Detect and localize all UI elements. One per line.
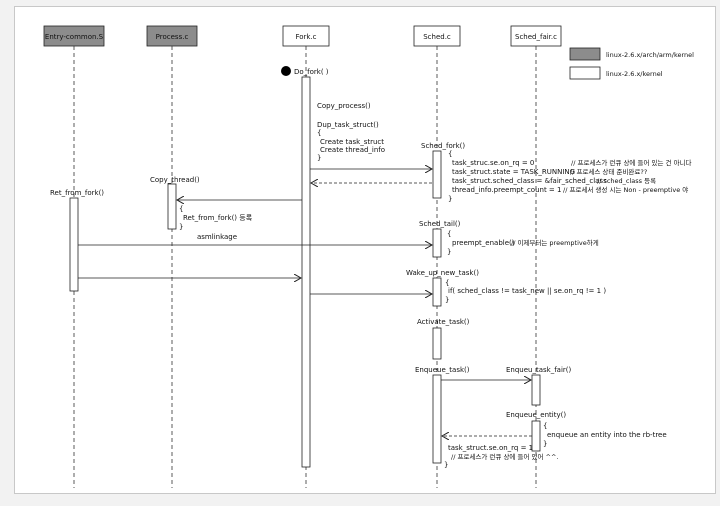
note-comment: // sched_class 등록	[597, 177, 656, 185]
fork-notes: Copy_process() Dup_task_struct() { Creat…	[317, 102, 385, 162]
activation-enqueue-task-fair	[531, 374, 541, 406]
participant-label: Sched.c	[423, 33, 451, 41]
note-comment: // 프로세스 상태 준비완료??	[570, 167, 647, 176]
note-brace-open: {	[543, 422, 547, 430]
sched-tail-notes: { preempt_enable() // 이제부터는 preemptive하게…	[447, 230, 599, 256]
sched-fork-notes: { task_struc.se.on_rq = 0 // 프로세스가 런큐 상에…	[448, 150, 692, 203]
note-comment: // 프로세스가 런큐 상에 들어 있는 건 아니다	[571, 158, 692, 167]
note-line: Ret_from_fork() 등록	[183, 214, 253, 222]
activation-wake-up	[432, 277, 442, 307]
activation-ret-from-fork	[69, 197, 79, 292]
note-copy-process: Copy_process()	[317, 102, 371, 110]
note-brace-close: }	[179, 223, 183, 231]
activation-sched-fork	[432, 150, 442, 199]
activation-enqueue-entity	[531, 420, 541, 452]
enqueue-entity-notes: { enqueue an entity into the rb-tree }	[543, 422, 667, 448]
note-brace-close: }	[317, 154, 321, 162]
note-brace-open: {	[447, 230, 451, 238]
message-arrows	[78, 169, 532, 436]
copy-thread-notes: { Ret_from_fork() 등록 }	[179, 205, 253, 231]
note-brace-close: }	[444, 461, 448, 469]
participant-fork: Fork.c	[282, 25, 330, 47]
return-notes: task_struct.se.on_rq = 1 // 프로세스가 런큐 상에 …	[444, 444, 558, 469]
note-comment: // 이제부터는 preemptive하게	[511, 238, 599, 247]
note-brace-close: }	[448, 195, 452, 203]
msg-wake-up-new-task: Wake_up_new_task()	[406, 269, 479, 277]
diagram-frame: Entry-common.S Process.c Fork.c Sched.c …	[14, 6, 716, 494]
msg-enqueue-task-fair: Enqueu_task_fair()	[506, 366, 572, 374]
msg-enqueue-entity: Enqueue_entity()	[506, 411, 566, 419]
legend-swatch-kernel	[569, 66, 601, 80]
msg-sched-fork: Sched_fork()	[421, 142, 465, 150]
note-line: if( sched_class != task_new || se.on_rq …	[448, 287, 606, 295]
note-dup-task-struct: Dup_task_struct()	[317, 121, 379, 129]
start-node	[281, 66, 291, 76]
legend-label-kernel: linux-2.6.x/kernel	[606, 70, 663, 78]
participant-sched: Sched.c	[413, 25, 461, 47]
activation-bars	[69, 76, 541, 468]
note-comment: // 프로세서 생성 시는 Non - preemptive 야	[563, 185, 688, 194]
participant-label: Sched_fair.c	[515, 33, 557, 41]
activation-enqueue-task	[432, 374, 442, 464]
note-create-thread-info: Create thread_info	[320, 146, 385, 154]
legend-swatch-arch	[569, 47, 601, 61]
legend-label-arch: linux-2.6.x/arch/arm/kernel	[606, 51, 694, 59]
msg-copy-thread: Copy_thread()	[150, 176, 200, 184]
note-brace-close: }	[543, 440, 547, 448]
note-line: preempt_enable()	[452, 239, 515, 247]
note-brace-open: {	[445, 279, 449, 287]
legend: linux-2.6.x/arch/arm/kernel linux-2.6.x/…	[569, 47, 694, 80]
message-labels: Sched_fork() Copy_thread() Ret_from_fork…	[50, 142, 572, 419]
participant-label: Fork.c	[295, 33, 316, 41]
note-comment: // 프로세스가 런큐 상에 들어 있어 ^^.	[451, 452, 558, 461]
note-create-task-struct: Create task_struct	[320, 138, 384, 146]
start-label: Do_fork( )	[294, 68, 329, 76]
note-brace-open: {	[317, 129, 321, 137]
activation-copy-thread	[167, 183, 177, 230]
note-brace-close: }	[445, 296, 449, 304]
participant-entry-common: Entry-common.S	[43, 25, 105, 47]
note-line: enqueue an entity into the rb-tree	[547, 431, 667, 439]
activation-sched-tail	[432, 228, 442, 258]
msg-sched-tail: Sched_tail()	[419, 220, 461, 228]
note-line: task_struct.se.on_rq = 1	[448, 444, 533, 452]
note-line: task_struc.se.on_rq = 0	[452, 159, 534, 167]
msg-asmlinkage: asmlinkage	[197, 233, 237, 241]
sequence-diagram: Entry-common.S Process.c Fork.c Sched.c …	[43, 25, 694, 488]
msg-ret-from-fork: Ret_from_fork()	[50, 189, 104, 197]
note-line: thread_info.preempt_count = 1	[452, 186, 561, 194]
note-brace-open: {	[448, 150, 452, 158]
note-line: task_struct.state = TASK_RUNNING	[452, 168, 575, 176]
msg-activate-task: Activate_task()	[417, 318, 470, 326]
participant-label: Entry-common.S	[45, 33, 104, 41]
participant-sched-fair: Sched_fair.c	[510, 25, 562, 47]
msg-enqueue-task: Enqueue_task()	[415, 366, 470, 374]
activation-activate-task	[432, 327, 442, 360]
activation-fork	[301, 76, 311, 468]
note-brace-open: {	[179, 205, 183, 213]
note-line: task_struct.sched_class = &fair_sched_cl…	[452, 177, 607, 185]
wake-up-notes: { if( sched_class != task_new || se.on_r…	[445, 279, 606, 304]
note-brace-close: }	[447, 248, 451, 256]
participant-label: Process.c	[156, 33, 189, 41]
participant-process: Process.c	[146, 25, 198, 47]
